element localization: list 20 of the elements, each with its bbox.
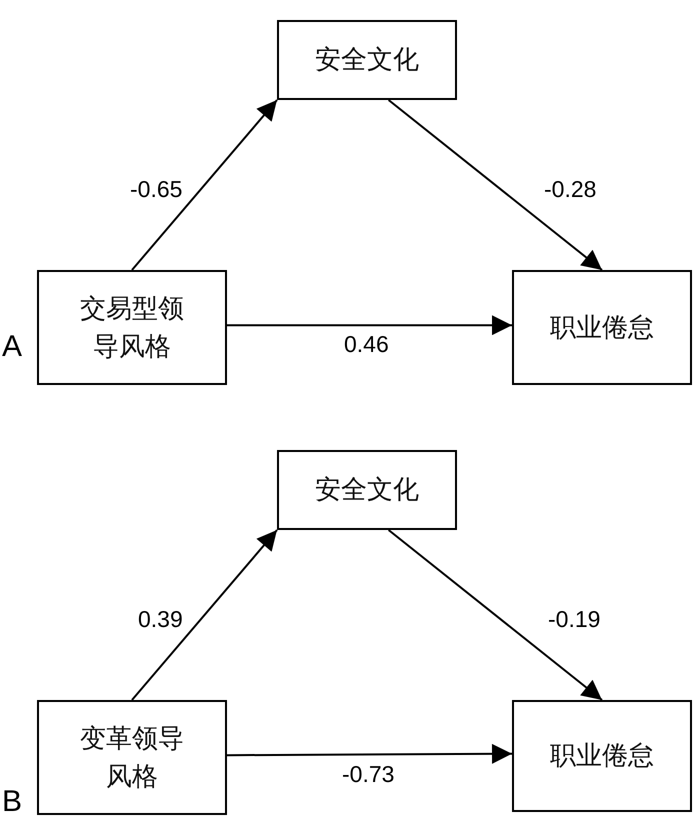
- node-label: 安全文化: [314, 43, 420, 76]
- arrow: [388, 99, 603, 271]
- arrow: [131, 529, 278, 701]
- process-box: [277, 20, 457, 100]
- process-box: [512, 700, 692, 812]
- node-label: 职业倦怠: [549, 310, 655, 344]
- node-label: 安全文化: [314, 473, 420, 506]
- node-label: 交易型领导风格: [79, 292, 185, 362]
- panel-label: A: [2, 330, 22, 364]
- node-label: 职业倦怠: [549, 739, 655, 772]
- process-box: [512, 270, 692, 385]
- node-label: 变革领导风格: [79, 722, 185, 792]
- arrow: [131, 99, 278, 271]
- process-box: [277, 450, 457, 530]
- process-box: [37, 270, 227, 385]
- arrow: [227, 315, 512, 336]
- process-box: [37, 700, 227, 815]
- panel-label: B: [2, 785, 22, 816]
- arrow: [388, 529, 603, 701]
- arrow: [227, 744, 512, 764]
